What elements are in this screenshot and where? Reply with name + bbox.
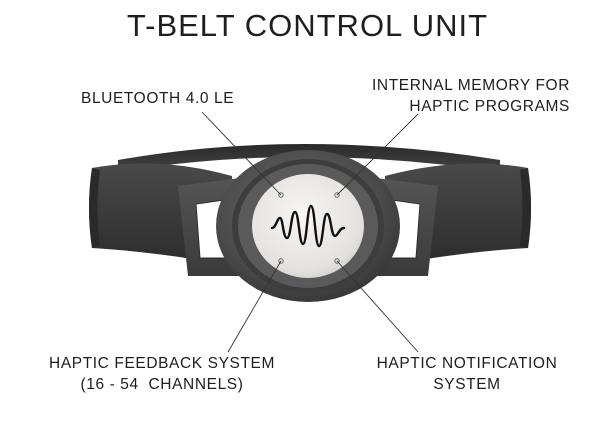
marker-bottom-left xyxy=(278,258,284,264)
diagram-title: T-BELT CONTROL UNIT xyxy=(126,8,489,43)
sine-waveform-icon xyxy=(270,204,346,248)
callout-notification-line2: SYSTEM xyxy=(433,376,501,393)
callout-bluetooth-line1: BLUETOOTH 4.0 LE xyxy=(81,90,235,107)
callout-feedback-line2: (16 - 54 CHANNELS) xyxy=(80,376,244,393)
callout-feedback-line1: HAPTIC FEEDBACK SYSTEM xyxy=(49,355,275,372)
marker-top-left xyxy=(278,192,284,198)
marker-top-right xyxy=(334,192,340,198)
callout-memory-line2: HAPTIC PROGRAMS xyxy=(409,98,570,115)
callout-bluetooth: BLUETOOTH 4.0 LE xyxy=(81,88,234,109)
callout-haptic-notification: HAPTIC NOTIFICATION SYSTEM xyxy=(365,353,569,395)
callout-haptic-feedback: HAPTIC FEEDBACK SYSTEM (16 - 54 CHANNELS… xyxy=(40,353,284,395)
callout-internal-memory: INTERNAL MEMORY FOR HAPTIC PROGRAMS xyxy=(356,75,570,117)
leader-feedback xyxy=(227,260,282,353)
callout-notification-line1: HAPTIC NOTIFICATION xyxy=(376,355,558,372)
leader-notification xyxy=(336,260,419,353)
leader-memory xyxy=(336,113,419,196)
belt-strap-back xyxy=(118,144,500,172)
callout-memory-line1: INTERNAL MEMORY FOR xyxy=(372,77,570,94)
leader-bluetooth xyxy=(201,111,282,196)
marker-bottom-right xyxy=(334,258,340,264)
